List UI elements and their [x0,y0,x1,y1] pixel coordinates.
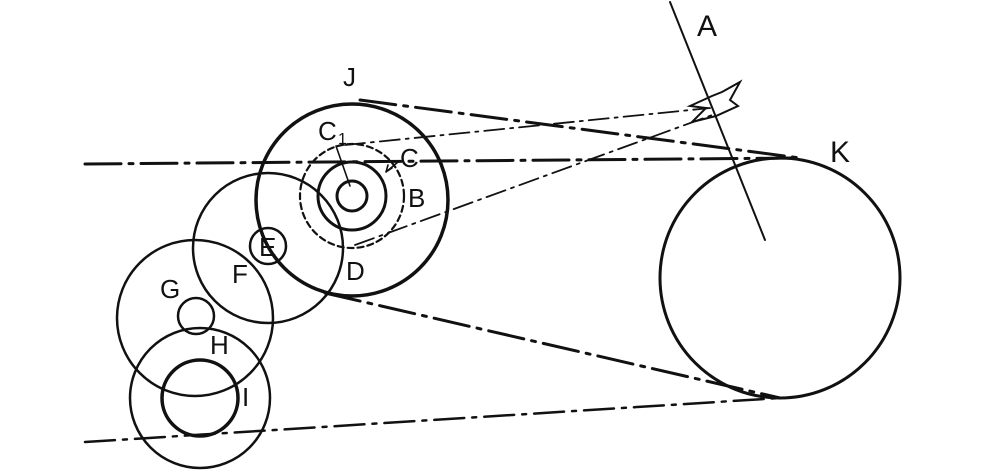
belt-top [358,98,802,160]
wheel-f [191,171,345,325]
label-c1-subscript: 1 [338,131,347,148]
belt-bottom [323,291,782,400]
wheel-k [658,156,902,400]
label-h: H [210,330,229,360]
centre-line-upper [83,156,802,166]
label-b: B [408,183,425,213]
ray-upper [344,107,711,146]
label-c: C [400,143,419,173]
pointer-c1 [335,145,351,187]
label-f: F [232,259,248,289]
label-c1: C [318,116,337,146]
pointer-c-arrow [385,161,399,173]
wheel-i-inner [160,358,240,438]
gear-e [248,226,288,266]
line-a [669,1,766,241]
label-e: E [259,232,276,262]
label-a: A [697,10,717,43]
label-k: K [830,136,850,169]
circle-c-dashed [298,142,406,250]
wheel-i-outer [128,326,272,470]
wheel-g [115,238,275,398]
label-i: I [242,382,249,412]
wheel-j [254,102,450,298]
ray-lower [354,113,716,246]
label-j: J [343,62,356,92]
gear-b [316,160,388,232]
label-d: D [346,256,365,286]
label-g: G [160,274,180,304]
gear-h [176,296,216,336]
hub-c1 [335,179,369,213]
zig-mark [686,79,743,124]
